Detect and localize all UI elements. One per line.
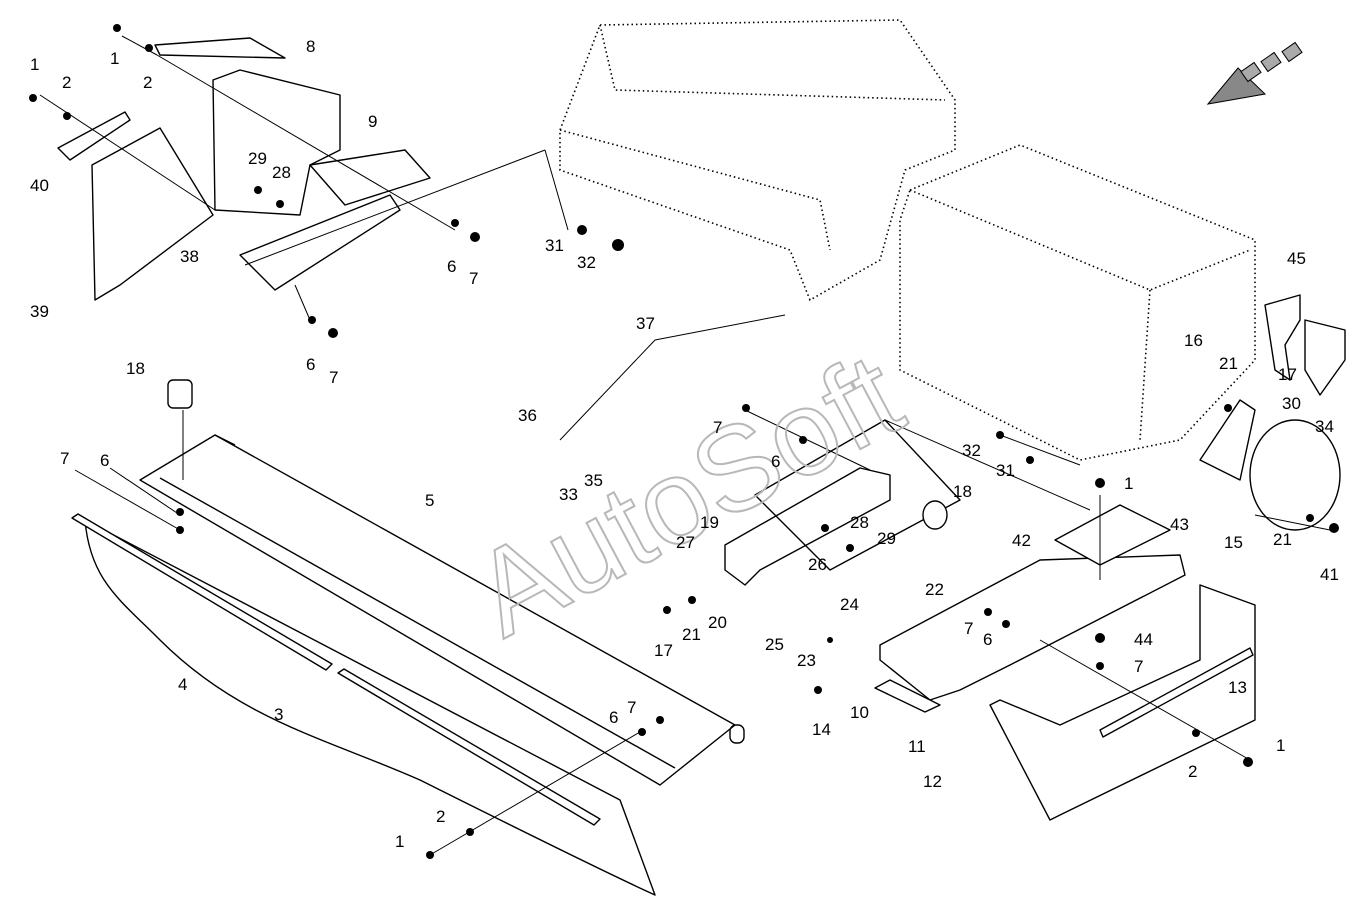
callout-label: 2 [62,73,71,92]
callout-label: 19 [700,513,719,532]
callout-label: 1 [110,49,119,68]
callout-label: 17 [654,641,673,660]
callout-label: 14 [812,720,831,739]
callout-label: 2 [143,73,152,92]
callout-label: 26 [808,555,827,574]
callout-label: 7 [469,269,478,288]
callout-label: 16 [1184,331,1203,350]
callout-label: 21 [1273,530,1292,549]
callout-label: 35 [584,471,603,490]
side-brackets [1199,294,1346,531]
callout-label: 1 [1276,736,1285,755]
callout-label: 5 [425,491,434,510]
callout-label: 29 [248,149,267,168]
callout-label: 7 [329,368,338,387]
lower-cover [989,584,1256,821]
callout-label: 42 [1012,531,1031,550]
callout-label: 6 [100,451,109,470]
callout-label: 6 [306,355,315,374]
callout-label: 13 [1228,678,1247,697]
callout-label: 32 [962,441,981,460]
callout-label: 39 [30,302,49,321]
hitch-bracket [724,419,961,586]
callout-label: 36 [518,406,537,425]
callout-label: 32 [577,253,596,272]
callout-label: 3 [274,705,283,724]
shroud-assembly [57,37,431,301]
callout-label: 22 [925,580,944,599]
support-frame [874,554,1186,713]
callout-label: 44 [1134,630,1153,649]
callout-label: 4 [178,675,187,694]
callout-label: 30 [1282,394,1301,413]
callout-label: 24 [840,595,859,614]
callout-label: 28 [850,513,869,532]
callout-label: 6 [983,630,992,649]
callout-label: 2 [436,807,445,826]
callout-label: 25 [765,635,784,654]
callout-label: 41 [1320,565,1339,584]
callout-labels: 1 2 8 1 2 9 29 28 40 38 6 7 39 6 7 31 32… [30,37,1339,851]
callout-label: 17 [1278,365,1297,384]
callout-label: 31 [545,236,564,255]
clamp-strips [71,513,601,826]
callout-label: 34 [1315,417,1334,436]
callout-label: 31 [996,461,1015,480]
callout-label: 21 [1219,354,1238,373]
callout-label: 45 [1287,249,1306,268]
callout-label: 15 [1224,533,1243,552]
callout-label: 1 [395,832,404,851]
callout-label: 6 [447,257,456,276]
callout-label: 38 [180,247,199,266]
callout-label: 1 [30,55,39,74]
rubber-flap [84,519,656,896]
callout-label: 8 [306,37,315,56]
direction-arrow-icon [1206,41,1303,105]
callout-label: 27 [676,533,695,552]
cover-plate [1054,504,1171,566]
knob-18-right [922,500,948,530]
callout-label: 7 [627,698,636,717]
callout-label: 1 [1124,474,1133,493]
fasteners [29,24,1339,859]
callout-label: 18 [126,359,145,378]
callout-label: 6 [609,708,618,727]
callout-label: 7 [713,418,722,437]
hopper-left [559,19,956,302]
callout-label: 18 [953,482,972,501]
callout-label: 7 [60,449,69,468]
callout-label: 10 [850,703,869,722]
callout-label: 29 [877,529,896,548]
callout-label: 37 [636,314,655,333]
callout-label: 33 [559,485,578,504]
knob-18-left [167,379,193,409]
callout-label: 6 [771,452,780,471]
callout-label: 2 [1188,762,1197,781]
callout-label: 40 [30,176,49,195]
trough-frame [139,434,745,786]
callout-label: 23 [797,651,816,670]
callout-label: 28 [272,163,291,182]
callout-label: 43 [1170,515,1189,534]
leader-lines [39,35,1331,856]
callout-label: 11 [908,737,926,756]
callout-label: 9 [368,112,377,131]
callout-label: 20 [708,613,727,632]
callout-label: 7 [964,619,973,638]
callout-label: 21 [682,625,701,644]
hopper-right [899,144,1256,461]
callout-label: 12 [923,772,942,791]
callout-label: 7 [1134,657,1143,676]
